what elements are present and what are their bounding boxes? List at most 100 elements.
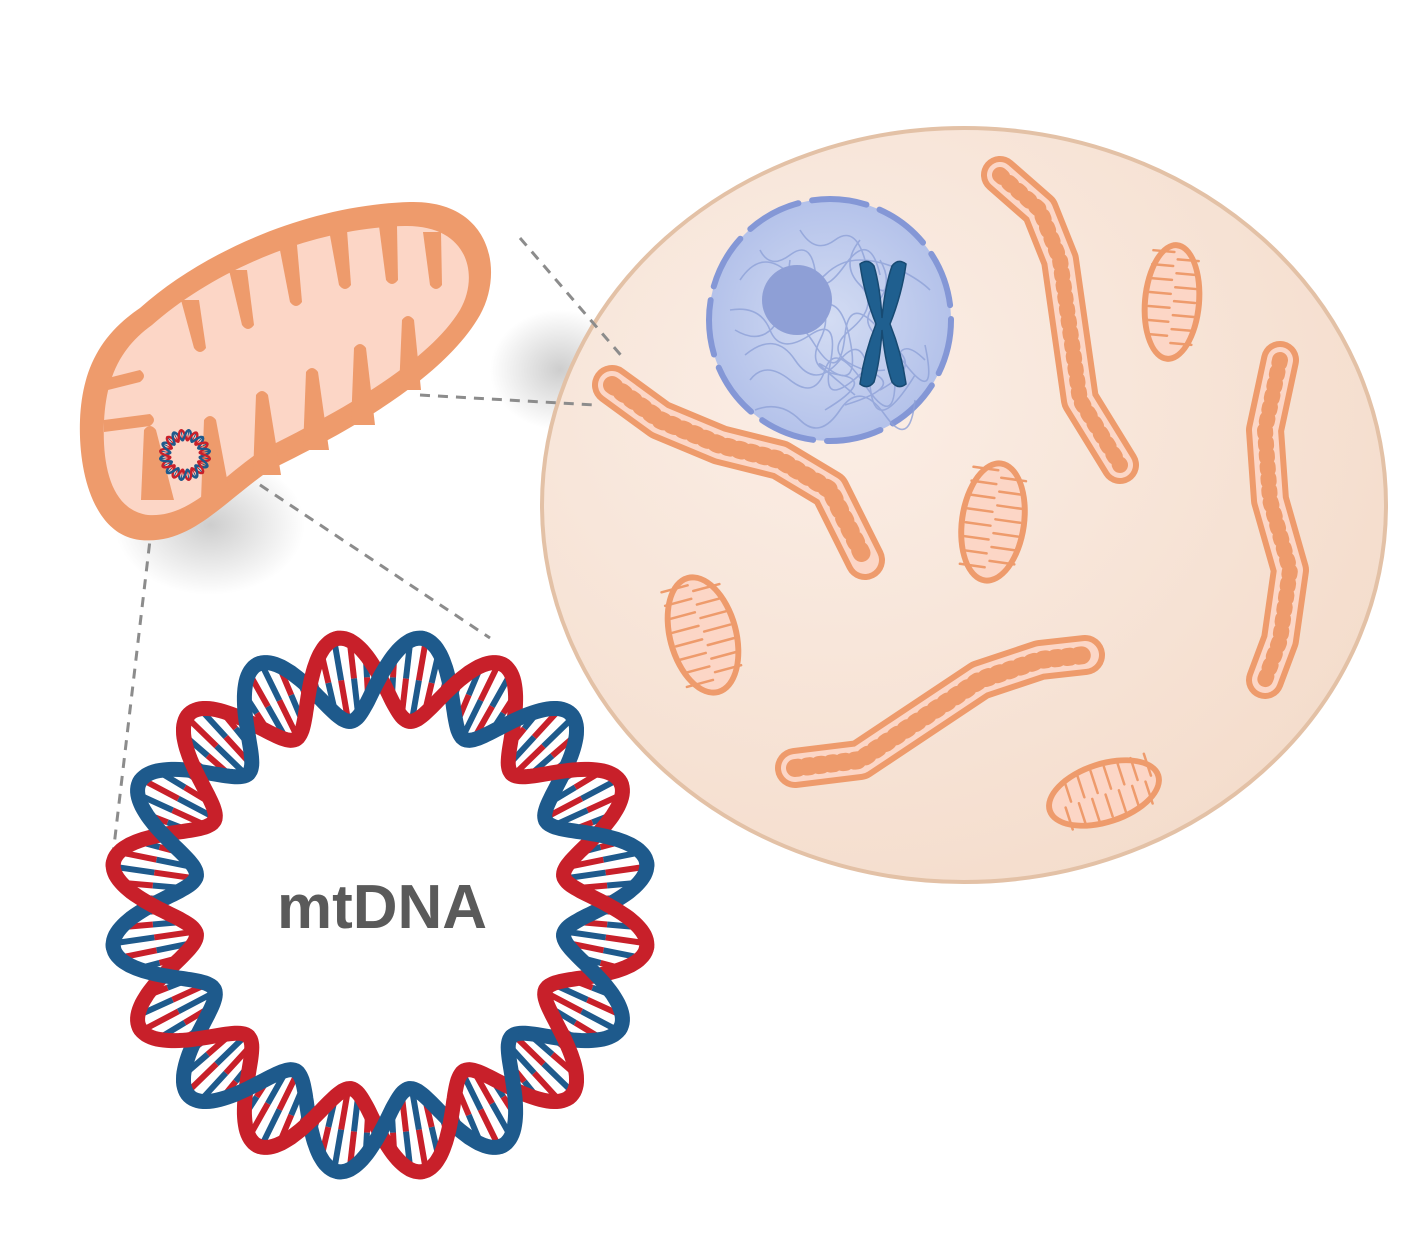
crista [1062, 778, 1073, 803]
mtdna-blue-strand [538, 813, 655, 873]
crista [1174, 285, 1198, 291]
mtdna-red-strand [176, 706, 223, 829]
crista [1115, 761, 1126, 786]
crista [1144, 332, 1169, 337]
mtdna-blue-strand [130, 772, 204, 885]
crista [1170, 327, 1194, 333]
mtdna-mini-blue-strand [161, 442, 172, 454]
mtdna-red-strand [537, 981, 584, 1105]
crista [253, 391, 281, 475]
crista [1104, 793, 1114, 818]
crista [702, 623, 732, 633]
crista [1091, 797, 1101, 823]
mtdna-mini-red-strand [203, 453, 211, 461]
crista [399, 316, 421, 390]
mitochondrion-cristae [786, 646, 1094, 777]
mitochondrion-cristae [992, 167, 1128, 473]
crista [1148, 290, 1172, 296]
mtdna-mini-red-strand [159, 449, 172, 459]
crista [1169, 341, 1193, 347]
mtdna-blue-strand [105, 937, 223, 999]
crista [713, 663, 743, 674]
crista [667, 611, 697, 621]
mtdna-mini-red-strand [187, 467, 193, 481]
crista [678, 651, 707, 662]
crista [663, 597, 693, 608]
crista [992, 531, 1020, 538]
crista [660, 584, 689, 594]
cell-mitochondrion-8 [1046, 752, 1162, 831]
crista [695, 596, 725, 606]
crista [682, 665, 711, 675]
crista [710, 650, 739, 660]
nucleus [706, 196, 954, 444]
crista [351, 344, 375, 425]
zoom-line-cell-top [518, 237, 627, 361]
mtdna-mini-red-strand [161, 464, 176, 469]
mtdna-red-strand [556, 868, 616, 913]
crista [1147, 304, 1171, 310]
crista [141, 426, 174, 500]
crista [966, 507, 994, 514]
mtdna-mini-blue-strand [181, 429, 191, 442]
crista [999, 476, 1028, 483]
crista [1150, 262, 1175, 268]
cell-mitochondrion-3 [1246, 341, 1309, 699]
crista [329, 230, 351, 289]
zoom-lines [108, 237, 627, 881]
crista [1130, 784, 1141, 810]
crista [1142, 752, 1153, 777]
mtdna-blue-strand [556, 926, 630, 1038]
mtdna-mini-red-strand [165, 436, 173, 450]
cell-mitochondrion-1 [592, 365, 885, 580]
mtdna-blue-strand [341, 630, 432, 729]
crista [964, 520, 992, 527]
crista [379, 226, 398, 284]
mitochondrion-cristae [603, 376, 874, 569]
crista [996, 504, 1024, 511]
crista [1077, 801, 1088, 827]
cell-mitochondrion-6 [958, 460, 1028, 584]
chromosome-icon [859, 260, 907, 388]
crista [706, 636, 736, 647]
mtdna-mini-red-strand [198, 451, 207, 457]
mtdna-mini-red-strand [197, 460, 205, 474]
mtdna-mini-blue-strand [179, 468, 189, 481]
crista [671, 624, 700, 635]
cell [540, 126, 1388, 884]
cell-mitochondrion-4 [775, 635, 1105, 788]
crista [104, 414, 154, 432]
large-mitochondrion [79, 201, 492, 541]
cristae-group [104, 226, 442, 500]
mtdna-ring [105, 630, 655, 1180]
mtdna-red-strand [249, 1081, 360, 1155]
crista [1172, 299, 1197, 305]
cell-mitochondrion-2 [981, 156, 1139, 484]
mtdna-red-strand [401, 655, 513, 729]
zoom-line-cell-bottom [419, 393, 596, 407]
crista [994, 518, 1022, 525]
mtdna-red-strand [412, 1063, 472, 1180]
cell-mitochondria-group [592, 156, 1309, 831]
crista [685, 678, 715, 689]
crista [960, 548, 988, 555]
crista [201, 416, 231, 500]
crista [1144, 780, 1154, 805]
crista [303, 368, 329, 450]
mtdna-blue-strand [236, 656, 268, 782]
crista [229, 270, 254, 329]
crista [674, 638, 704, 648]
crista [1171, 313, 1196, 319]
mtdna-mini-blue-strand [197, 447, 211, 453]
mtdna-mini-blue-strand [166, 467, 180, 475]
crista [423, 232, 442, 289]
mtdna-red-strand [105, 855, 204, 942]
crista [998, 490, 1026, 497]
zoom-line-dna-left [108, 471, 160, 881]
crista [958, 562, 986, 569]
mtdna-blue-strand [456, 701, 580, 748]
crista [1152, 248, 1176, 254]
mtdna-blue-strand [492, 1029, 524, 1154]
nucleolus [762, 265, 832, 335]
